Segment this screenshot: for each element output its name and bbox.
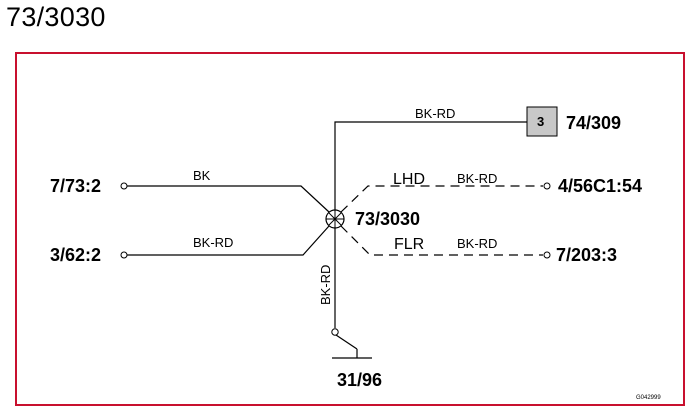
- wire-down-color-label: BK-RD: [318, 265, 333, 305]
- page-title: 73/3030: [6, 2, 106, 32]
- wire-right-1: [340, 185, 543, 213]
- ground-terminal-pin: [331, 328, 339, 336]
- splice-icon: [325, 209, 345, 229]
- wire-left-2: [127, 225, 330, 256]
- wire-left-1: [127, 185, 330, 213]
- wire-right-2: [340, 225, 543, 256]
- right-terminal-2-label: 7/203:3: [556, 245, 617, 265]
- left-terminal-2-label: 3/62:2: [50, 245, 101, 265]
- wire-left-2-color-label: BK-RD: [193, 235, 233, 250]
- splice-label: 73/3030: [355, 209, 420, 229]
- wire-top-color-label: BK-RD: [415, 106, 455, 121]
- wire-right-1-variant: LHD: [393, 171, 425, 188]
- wire-right-1-color-label: BK-RD: [457, 171, 497, 186]
- left-terminal-1-pin: [120, 182, 128, 190]
- connector-pin-number: 3: [537, 114, 544, 129]
- wire-right-2-variant: FLR: [394, 236, 424, 253]
- left-terminal-2-pin: [120, 251, 128, 259]
- right-terminal-1-label: 4/56C1:54: [558, 176, 642, 196]
- ground-symbol: [332, 334, 372, 359]
- ground-label: 31/96: [337, 370, 382, 390]
- connector-box: [526, 106, 558, 137]
- left-terminal-1-label: 7/73:2: [50, 176, 101, 196]
- wire-left-1-color-label: BK: [193, 168, 211, 183]
- diagram-frame: [15, 52, 685, 406]
- right-terminal-1-pin: [543, 182, 551, 190]
- wire-top: [334, 121, 527, 219]
- right-terminal-2-pin: [543, 251, 551, 259]
- figure-code: G042999: [636, 395, 661, 401]
- connector-label: 74/309: [566, 113, 621, 133]
- wire-right-2-color-label: BK-RD: [457, 236, 497, 251]
